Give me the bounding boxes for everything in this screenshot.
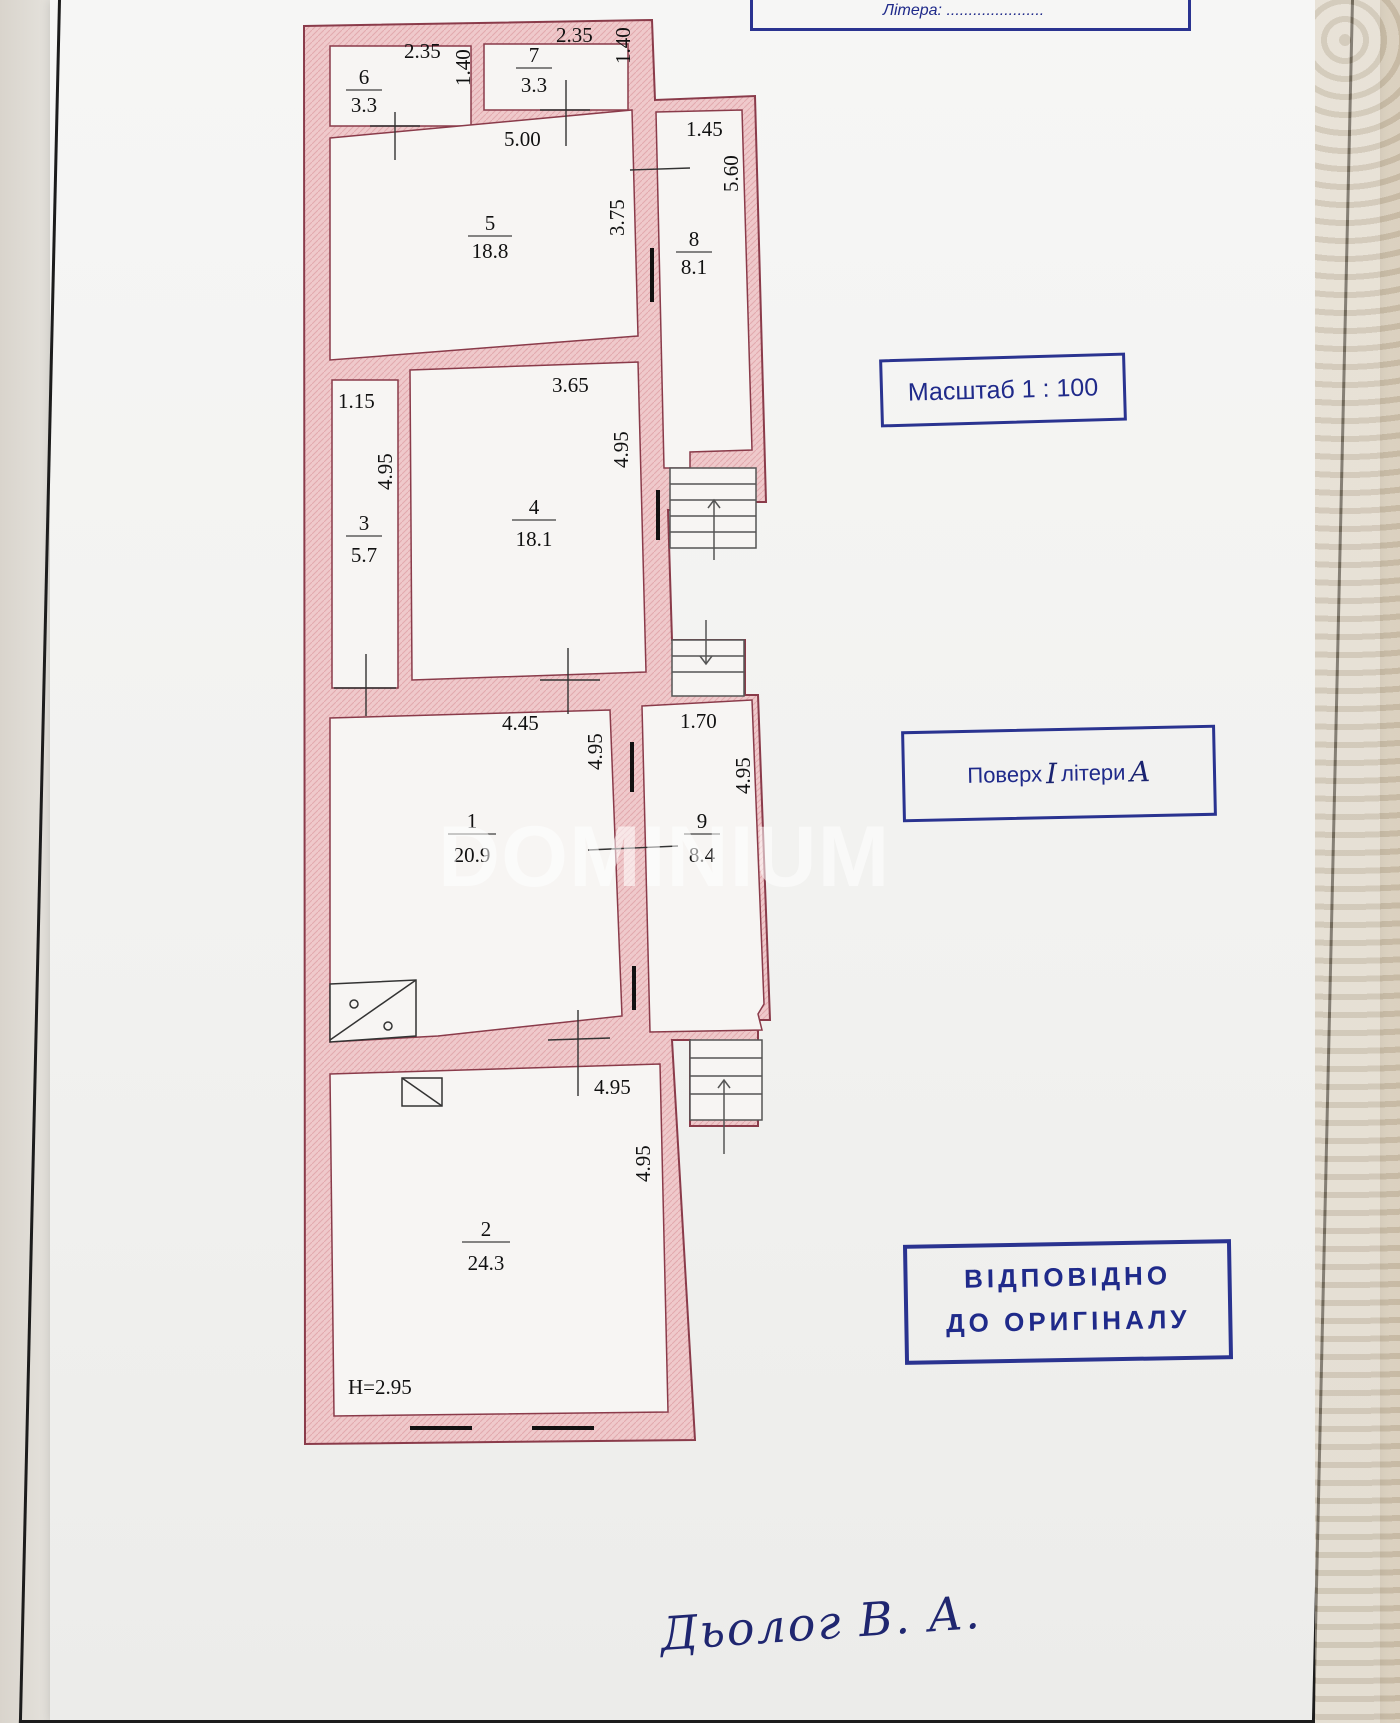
door-marks xyxy=(334,80,691,1096)
room-number: 3 xyxy=(359,511,370,535)
room-4 xyxy=(409,361,647,681)
room-label-4: 4 18.1 xyxy=(512,495,556,551)
stairs-middle xyxy=(671,620,745,697)
dim-r3-width: 1.15 xyxy=(338,389,375,413)
dim-r7-height: 1.40 xyxy=(611,27,635,64)
vent-symbol xyxy=(401,1077,443,1107)
room-number: 1 xyxy=(467,809,478,833)
room-label-6: 6 3.3 xyxy=(346,65,382,117)
stairs-lower xyxy=(689,1039,763,1154)
room-area: 18.1 xyxy=(516,527,553,551)
windows xyxy=(410,248,660,1430)
certification-line-1: ВІДПОВІДНО xyxy=(963,1260,1172,1294)
dim-r4-height: 4.95 xyxy=(609,431,633,468)
litera-stamp: Літера: ...................... xyxy=(750,0,1191,31)
dim-r1-height: 4.95 xyxy=(583,733,607,770)
scale-stamp: Масштаб 1 : 100 xyxy=(879,352,1127,428)
room-area: 3.3 xyxy=(351,93,377,117)
room-number: 2 xyxy=(481,1217,492,1241)
room-label-7: 7 3.3 xyxy=(516,43,552,97)
room-area: 20.9 xyxy=(454,843,491,867)
room-area: 5.7 xyxy=(351,543,377,567)
floor-value: I xyxy=(1045,757,1058,791)
scale-text: Масштаб 1 : 100 xyxy=(907,372,1099,407)
room-area: 18.8 xyxy=(472,239,509,263)
room-area: 3.3 xyxy=(521,73,547,97)
litera-value: А xyxy=(1129,755,1151,789)
stove-symbol xyxy=(329,979,417,1043)
dim-r9-width: 1.70 xyxy=(680,709,717,733)
floor-stamp: Поверх I літери А xyxy=(901,724,1217,823)
room-number: 9 xyxy=(697,809,708,833)
dim-r5-width: 5.00 xyxy=(504,127,541,151)
ceiling-height-label: H=2.95 xyxy=(348,1375,412,1399)
room-2 xyxy=(329,1063,669,1417)
dim-r9-height: 4.95 xyxy=(731,757,755,794)
room-area: 8.1 xyxy=(681,255,707,279)
watermark: DOMINIUM xyxy=(438,809,891,905)
floor-middle: літери xyxy=(1060,759,1126,786)
room-number: 4 xyxy=(529,495,540,519)
certification-line-2: ДО ОРИГІНАЛУ xyxy=(945,1303,1191,1339)
dim-r2-width: 4.95 xyxy=(594,1075,631,1099)
room-area: 8.4 xyxy=(689,843,716,867)
floor-prefix: Поверх xyxy=(967,760,1043,788)
certification-stamp: ВІДПОВІДНО ДО ОРИГІНАЛУ xyxy=(902,1239,1234,1365)
room-label-3: 3 5.7 xyxy=(346,511,382,567)
dim-r8-width: 1.45 xyxy=(686,117,723,141)
dimension-labels: 2.35 1.40 2.35 1.40 5.00 3.75 1.45 5.60 … xyxy=(338,23,755,1399)
room-5 xyxy=(329,109,639,361)
dim-r3-height: 4.95 xyxy=(373,453,397,490)
dim-r8-height: 5.60 xyxy=(719,155,743,192)
room-label-2: 2 24.3 xyxy=(462,1217,510,1275)
room-area: 24.3 xyxy=(468,1251,505,1275)
room-label-8: 8 8.1 xyxy=(676,227,712,279)
room-label-1: 1 20.9 xyxy=(448,809,496,867)
room-label-9: 9 8.4 xyxy=(684,809,720,867)
room-number: 7 xyxy=(529,43,540,67)
dim-r1-width: 4.45 xyxy=(502,711,539,735)
dim-r2-height: 4.95 xyxy=(631,1145,655,1182)
room-number: 6 xyxy=(359,65,370,89)
room-9 xyxy=(641,699,765,1033)
room-6 xyxy=(329,45,472,127)
room-interiors xyxy=(329,43,765,1417)
tablecloth-edge xyxy=(1315,0,1400,1723)
dim-r6-width: 2.35 xyxy=(404,39,441,63)
dim-r5-height: 3.75 xyxy=(605,199,629,236)
room-number: 8 xyxy=(689,227,700,251)
dim-r7-width: 2.35 xyxy=(556,23,593,47)
room-3 xyxy=(331,379,399,689)
dim-r6-height: 1.40 xyxy=(451,49,475,86)
room-8 xyxy=(655,109,753,469)
dim-r4-width: 3.65 xyxy=(552,373,589,397)
stairs-upper xyxy=(669,467,757,560)
room-label-5: 5 18.8 xyxy=(468,211,512,263)
room-number: 5 xyxy=(485,211,496,235)
room-7 xyxy=(483,43,629,111)
litera-label: Літера: ...................... xyxy=(883,2,1045,19)
